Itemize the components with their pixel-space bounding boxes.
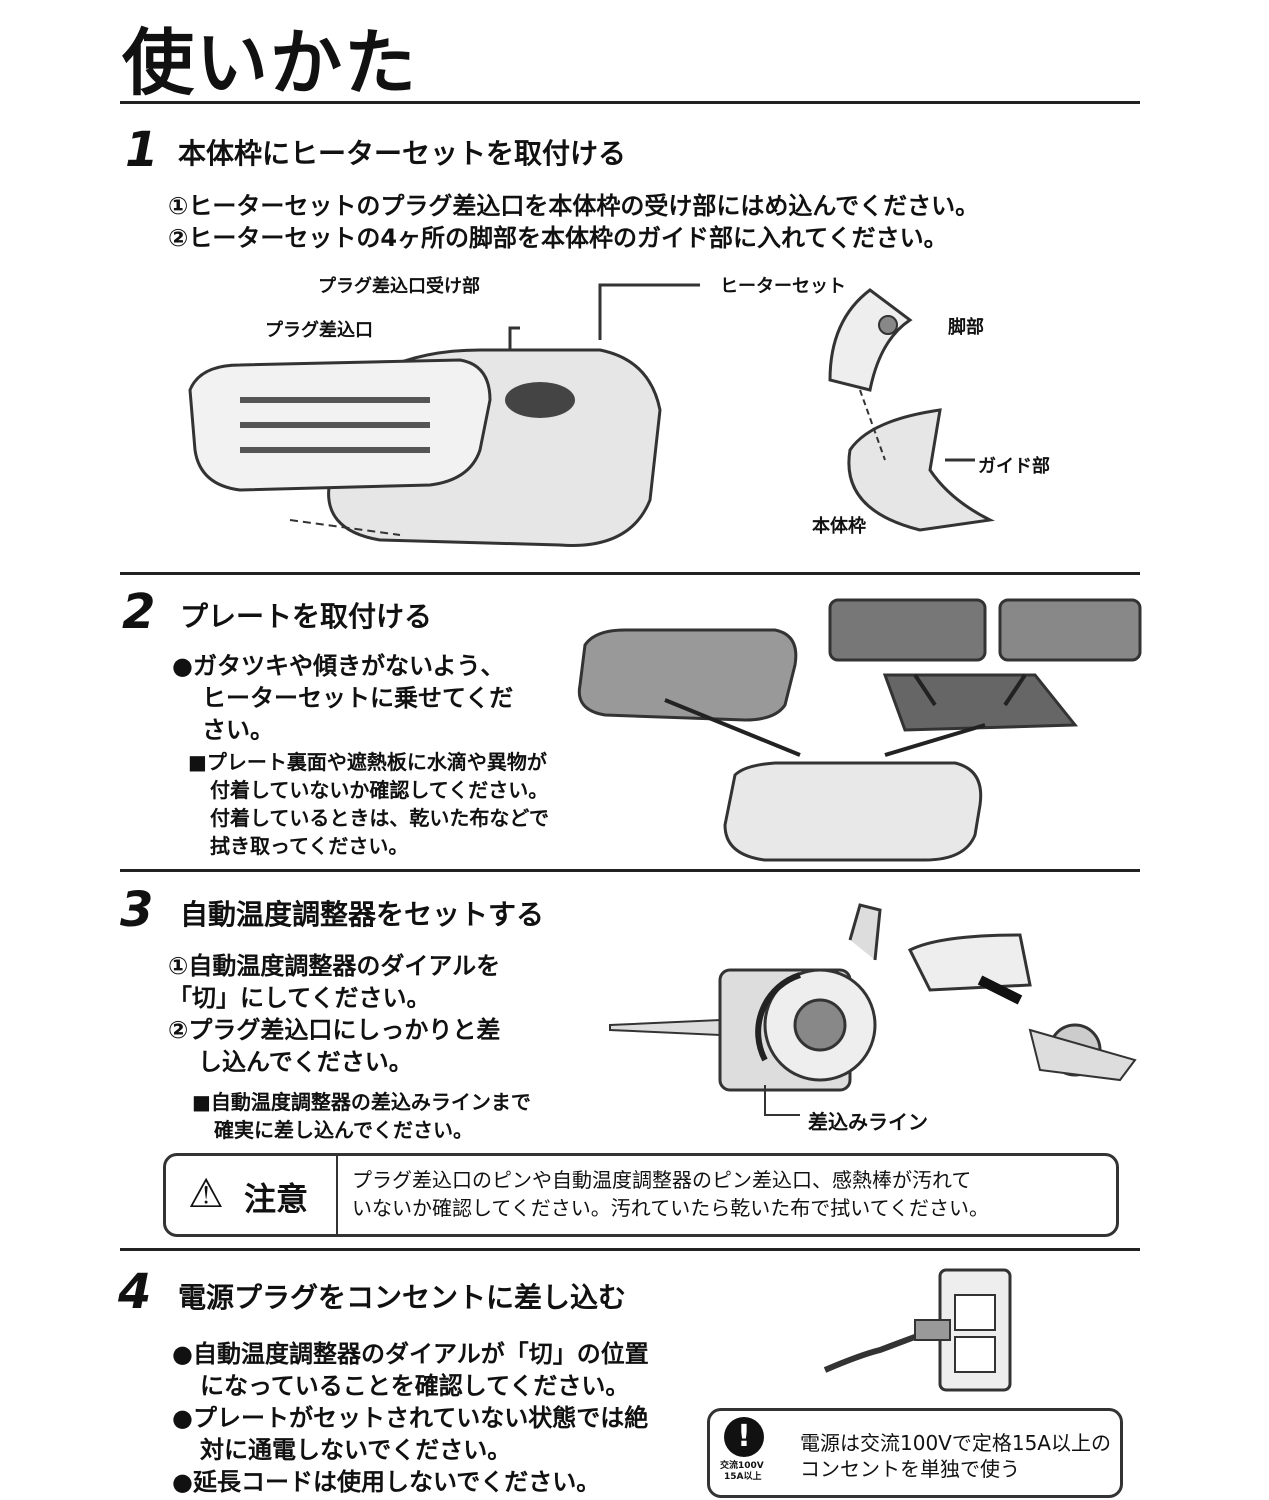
note-line: 付着しているときは、乾いた布などで	[210, 806, 549, 830]
divider	[120, 1248, 1140, 1251]
caution-text: プラグ差込口のピンや自動温度調整器のピン差込口、感熱棒が汚れて	[352, 1168, 972, 1192]
thermostat-illustration	[609, 903, 1137, 1116]
instruction-line: 対に通電しないでください。	[200, 1436, 512, 1464]
outlet-illustration	[823, 1268, 1012, 1392]
page-title: 使いかた	[122, 21, 419, 105]
instruction-line: ●自動温度調整器のダイアルが「切」の位置	[172, 1340, 649, 1368]
label-guide: ガイド部	[978, 456, 1050, 477]
note-line: 確実に差し込んでください。	[214, 1118, 473, 1142]
caution-text: いないか確認してください。汚れていたら乾いた布で拭いてください。	[352, 1196, 989, 1220]
caution-box: ⚠ 注意 プラグ差込口のピンや自動温度調整器のピン差込口、感熱棒が汚れて いない…	[163, 1153, 1119, 1237]
instruction-line: ●延長コードは使用しないでください。	[172, 1468, 601, 1496]
icon-caption: 交流100V	[720, 1461, 764, 1471]
caution-label: 注意	[244, 1180, 309, 1218]
label-plug-inlet: プラグ差込口	[265, 320, 373, 341]
instruction-line: ①自動温度調整器のダイアルを	[168, 952, 501, 980]
instruction-line: ①ヒーターセットのプラグ差込口を本体枠の受け部にはめ込んでください。	[168, 192, 980, 220]
label-heater-set: ヒーターセット	[720, 276, 846, 297]
divider	[120, 572, 1140, 575]
step-number: 4	[118, 1264, 152, 1320]
label-frame: 本体枠	[812, 516, 866, 537]
instruction-line: ヒーターセットに乗せてくだ	[202, 684, 514, 712]
instruction-line: ●ガタツキや傾きがないよう、	[172, 652, 505, 680]
note-line: 付着していないか確認してください。	[210, 778, 549, 802]
divider	[120, 869, 1140, 872]
note-line: ■プレート裏面や遮熱板に水滴や異物が	[188, 750, 547, 774]
instruction-line: ②ヒーターセットの4ヶ所の脚部を本体枠のガイド部に入れてください。	[168, 224, 948, 252]
note-line: 拭き取ってください。	[210, 834, 409, 858]
leg-guide-illustration	[828, 288, 995, 532]
step-number: 1	[125, 122, 159, 178]
step-number: 3	[120, 882, 154, 938]
label-insert-line: 差込みライン	[808, 1110, 928, 1134]
instruction-line: し込んでください。	[198, 1048, 413, 1076]
power-notice-box: ! 交流100V 15A以上 電源は交流100Vで定格15A以上の コンセントを…	[707, 1408, 1123, 1498]
icon-caption: 15A以上	[724, 1472, 762, 1482]
instruction-line: になっていることを確認してください。	[200, 1372, 630, 1400]
power-notice-text: コンセントを単独で使う	[800, 1457, 1020, 1481]
warning-triangle-icon: ⚠	[188, 1171, 224, 1217]
divider	[336, 1156, 338, 1234]
note-line: ■自動温度調整器の差込みラインまで	[192, 1090, 531, 1114]
step-heading: 本体枠にヒーターセットを取付ける	[178, 137, 627, 170]
exclamation-icon: !	[724, 1417, 764, 1457]
instruction-line: ●プレートがセットされていない状態では絶	[172, 1404, 649, 1432]
heater-assembly-illustration	[188, 283, 700, 547]
power-notice-text: 電源は交流100Vで定格15A以上の	[800, 1431, 1111, 1455]
divider	[120, 101, 1140, 104]
plate-installation-illustration	[577, 598, 1142, 862]
label-receiver: プラグ差込口受け部	[318, 276, 480, 297]
step-number: 2	[122, 584, 156, 640]
step-heading: 自動温度調整器をセットする	[180, 898, 545, 931]
label-leg: 脚部	[948, 317, 984, 338]
instruction-line: さい。	[202, 716, 274, 744]
step-heading: 電源プラグをコンセントに差し込む	[178, 1281, 627, 1314]
instruction-line: ②プラグ差込口にしっかりと差	[168, 1016, 501, 1044]
step-heading: プレートを取付ける	[180, 600, 433, 633]
instruction-line: 「切」にしてください。	[168, 984, 431, 1012]
